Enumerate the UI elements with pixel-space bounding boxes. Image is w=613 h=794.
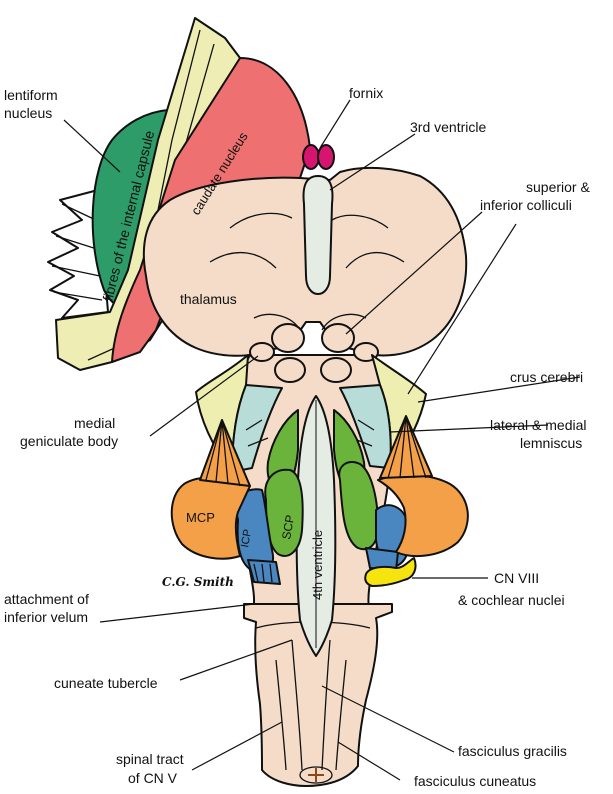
lentiform-label-line2: nucleus [4,105,52,121]
cuneate-tubercle-label: cuneate tubercle [54,675,158,691]
thalamus-label: thalamus [180,291,237,307]
third-ventricle-shape [302,175,334,295]
fornix-right [317,144,335,170]
medial-geniculate-shape [249,342,275,362]
mcp-label: MCP [186,510,215,525]
fornix-left [302,144,320,170]
fasciculus-gracilis-label: fasciculus gracilis [458,743,567,759]
spinal-tract-label-line2: of CN V [128,770,178,786]
cn-viii-label-line2: & cochlear nuclei [458,592,565,608]
scp-label: SCP [279,514,297,541]
cn-viii-shape [364,557,417,587]
lemniscus-label-line2: lemniscus [520,435,582,451]
medial-geniculate-label-line1: medial [74,415,115,431]
colliculi-label-line1: superior & [526,179,590,195]
superior-colliculus-left [271,323,305,353]
mcp-right [377,474,469,558]
lentiform-body [91,109,169,312]
crus-cerebri-label: crus cerebri [510,369,583,385]
lemniscus-left [231,384,283,473]
spinal-tract-label-line1: spinal tract [116,751,184,767]
cn-viii-label-line1: CN VIII [494,570,539,586]
lentiform-nucleus-shape [47,109,169,319]
inferior-colliculus-right [320,357,352,383]
artist-signature: C.G. Smith [162,575,234,589]
fourth-ventricle-label: 4th ventricle [310,530,325,600]
medial-geniculate-label-line2: geniculate body [20,433,118,449]
third-ventricle-label: 3rd ventricle [410,119,486,135]
medulla-shape [243,603,393,787]
colliculi-label-line2: inferior colliculi [480,197,572,213]
inferior-colliculus-left [274,357,306,383]
lentiform-label-line1: lentiform [4,87,58,103]
superior-colliculus-right [321,323,355,353]
lemniscus-right [339,384,392,469]
inferior-velum-label-line1: attachment of [4,591,89,607]
fornix-label: fornix [349,85,383,101]
icp-label: ICP [239,528,254,548]
fasciculus-cuneatus-label: fasciculus cuneatus [414,773,536,789]
lemniscus-label-line1: lateral & medial [490,417,587,433]
inferior-velum-label-line2: inferior velum [4,609,88,625]
